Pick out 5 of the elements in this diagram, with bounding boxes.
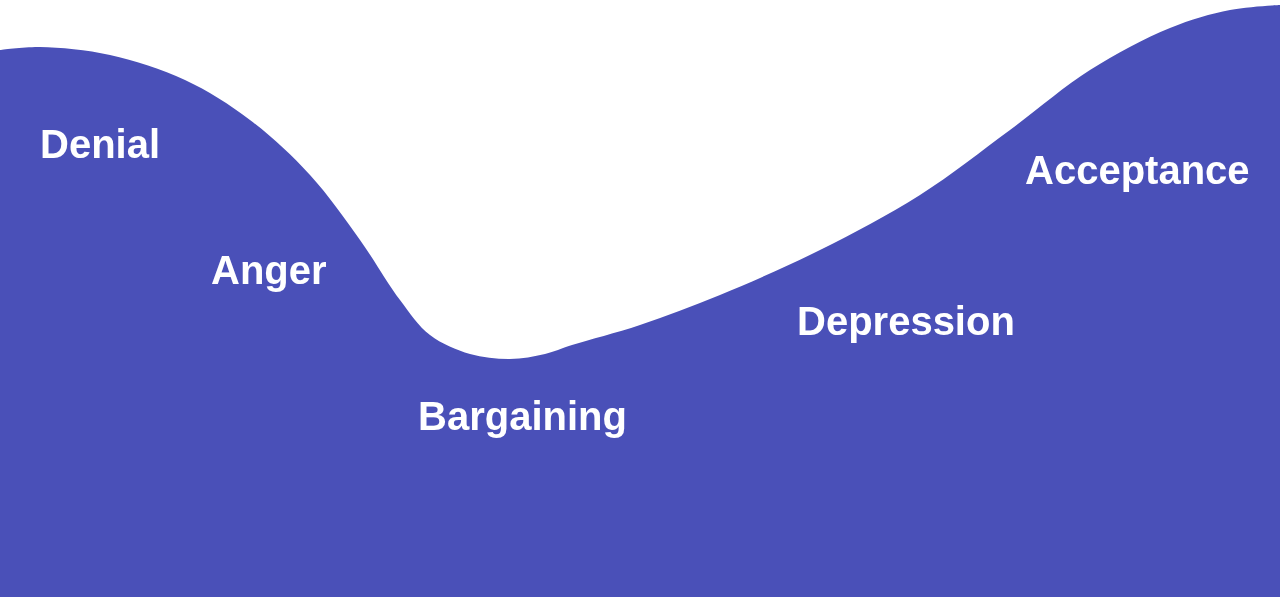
stage-label: Acceptance	[1025, 150, 1250, 190]
stage-label: Denial	[40, 124, 161, 164]
stage-label: Anger	[211, 250, 327, 290]
stage-label: Bargaining	[418, 396, 627, 436]
stage-label: Depression	[797, 301, 1015, 341]
